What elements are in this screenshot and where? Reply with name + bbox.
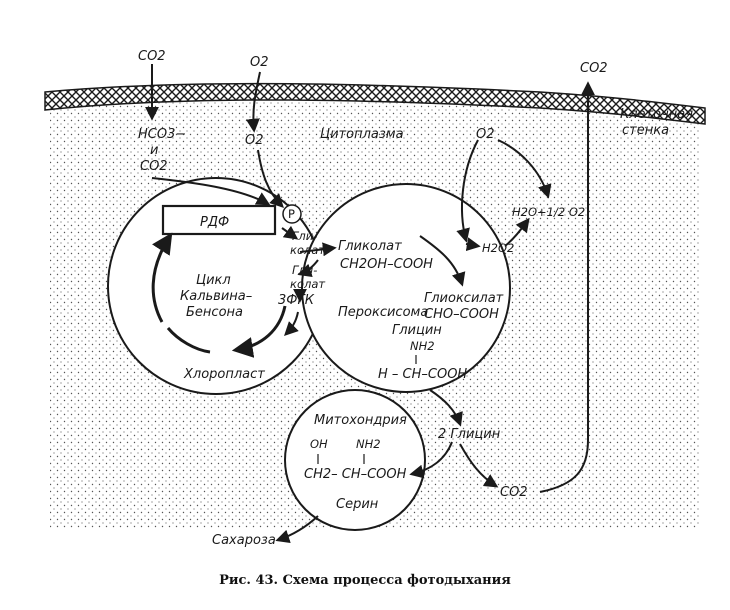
3fgk-to-cycle-arrow [284,311,299,336]
calvin-cycle-label-1: Цикл [196,273,231,288]
serine-label: Серин [336,497,379,512]
rdf-box [161,204,277,236]
h2o-half-o2-label: H2O+1/2 O2 [512,205,585,219]
glyoxylate-label: Глиоксилат [424,291,504,306]
serine-nh2-label: NH2 [356,437,381,451]
co2-out-arrow [539,81,595,493]
h2o2-to-water-arrow [504,217,530,247]
2glycine-to-co2-arrow [459,443,499,488]
calvin-cycle-arc-left [151,232,173,323]
glycolate-to-glyoxylate-arrow [419,235,466,287]
glycolate-chloro-label-1: Гли- [292,229,317,243]
cell-wall-label-1: Клеточная [620,107,693,122]
serine-formula-label: CH2– CH–COOH [304,467,407,482]
glycolate-chloro-label-2: колат [290,243,325,257]
o2-to-water-arrow [497,139,552,199]
glycolate-return-arrow [297,259,319,278]
h2o2-label: H2O2 [482,241,514,255]
co2-inner-label: CO2 [140,159,168,174]
serine-to-sucrose-arrow [275,515,319,544]
o2-in-arrow [245,71,261,133]
two-glycine-label: 2 Глицин [438,427,501,442]
2glycine-to-serine-arrow [409,441,453,479]
phosphate-label: P [288,207,295,221]
co2-top-left-label: CO2 [138,49,166,64]
co2-top-right-label: CO2 [580,61,608,76]
3fgk-label: 3ФГК [278,293,315,308]
cytoplasm-label: Цитоплазма [320,127,404,142]
o2-to-h2o2-arrow [456,139,479,243]
sucrose-label: Сахароза [212,533,276,548]
rdf-to-glycolate-arrow [281,225,299,240]
co2-out-label: CO2 [500,485,528,500]
glyoxylate-formula-label: CHO–COOH [424,307,499,322]
and-label: и [150,143,158,158]
glycolate-chloro2-label-2: колат [290,277,325,291]
calvin-cycle-arc-bottom [231,305,287,358]
peroxisome-organelle [301,183,511,393]
o2-to-rdf-arrow [257,149,284,208]
glycine-to-2glycine-arrow [429,389,463,427]
serine-oh-label: OH [310,437,328,451]
o2-top-label: O2 [250,55,269,70]
glycine-formula-label: H – CH–COOH [378,367,467,382]
glycine-label: Глицин [392,323,442,338]
cell-wall-label-2: стенка [622,123,669,138]
figure-caption: Рис. 43. Схема процесса фотодыхания [219,573,511,588]
glycine-nh2-label: NH2 [410,339,435,353]
o2-perox-label: O2 [476,127,495,142]
glycolate-perox-label: Гликолат [338,239,402,254]
chloroplast-label: Хлоропласт [183,367,265,382]
peroxisome-label: Пероксисома [338,305,428,320]
o2-inner-label: O2 [245,133,264,148]
mitochondrion-organelle [284,389,426,531]
glycolate-transfer-arrow [299,242,337,257]
phosphate-circle [282,204,302,224]
glycolate-chloro2-label-1: Гли- [292,263,317,277]
mitochondrion-label: Митохондрия [314,413,407,428]
rdf-label: РДФ [200,215,229,230]
calvin-cycle-label-3: Бенсона [186,305,243,320]
calvin-cycle-arc-bottom-left [166,327,211,354]
hco3-label: HCO3− [138,127,186,142]
cell-wall [44,82,706,125]
h2o2-branch-arrow [465,237,481,252]
glycolate-formula-label: CH2OH–COOH [340,257,433,272]
calvin-cycle-label-2: Кальвина– [180,289,252,304]
co2-to-rdf-arrow [151,177,271,206]
